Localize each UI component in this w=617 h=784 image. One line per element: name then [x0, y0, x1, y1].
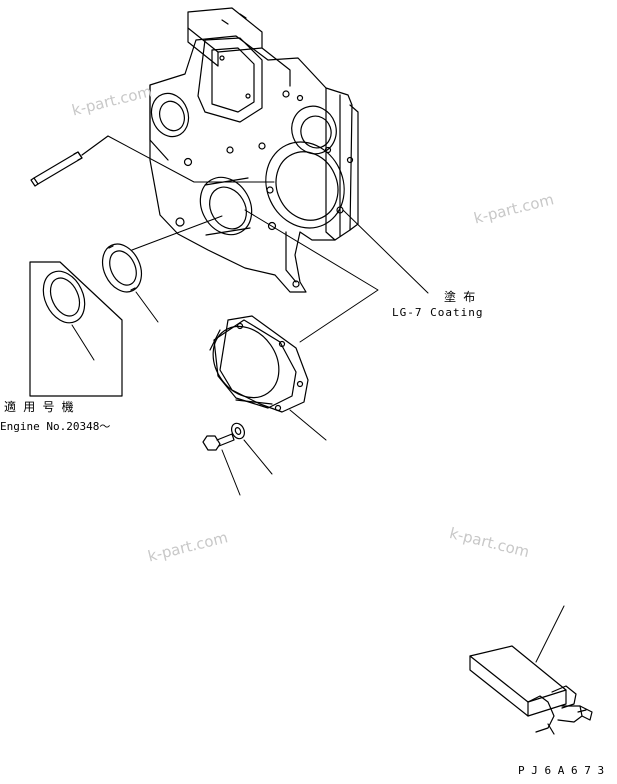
gear-case — [149, 7, 359, 293]
coating-label-en: LG-7 Coating — [392, 306, 484, 319]
dust-cover — [209, 315, 309, 413]
dowel-pin — [30, 135, 109, 187]
washer — [230, 422, 246, 440]
seal-driver-tool — [469, 645, 593, 735]
bolt — [202, 433, 235, 451]
serial-inset — [29, 261, 123, 397]
coating-label-jp: 塗 布 — [444, 290, 476, 304]
serial-label-jp: 適 用 号 機 — [4, 400, 74, 414]
drawing-code: P J 6 A 6 7 3 — [518, 764, 605, 777]
oil-seal — [101, 243, 143, 293]
serial-label-en: Engine No.20348～ — [0, 420, 111, 433]
leader-lines — [71, 135, 565, 663]
